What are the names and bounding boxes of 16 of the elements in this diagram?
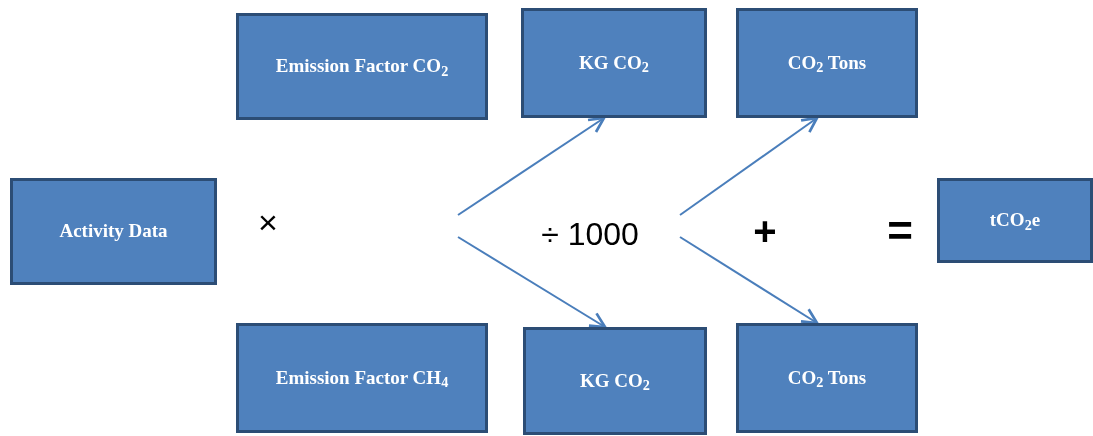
process-box: Activity Data [10, 178, 217, 285]
operator-label: ÷ 1000 [541, 218, 639, 250]
operator-label: = [887, 209, 913, 253]
process-box: Emission Factor CO$_{2}$ [236, 13, 488, 120]
arrow [679, 236, 819, 325]
operator-label: × [258, 205, 278, 239]
arrow [457, 116, 606, 216]
arrow [457, 236, 607, 329]
operator-label: + [753, 211, 777, 251]
process-box: CO$_{2}$ Tons [736, 323, 918, 433]
process-box: CO$_{2}$ Tons [736, 8, 918, 118]
process-box: KG CO$_{2}$ [521, 8, 707, 118]
arrow [679, 116, 819, 216]
process-box: tCO$_{2}$e [937, 178, 1093, 263]
process-box: KG CO$_{2}$ [523, 327, 707, 435]
process-box: Emission Factor CH$_{4}$ [236, 323, 488, 433]
